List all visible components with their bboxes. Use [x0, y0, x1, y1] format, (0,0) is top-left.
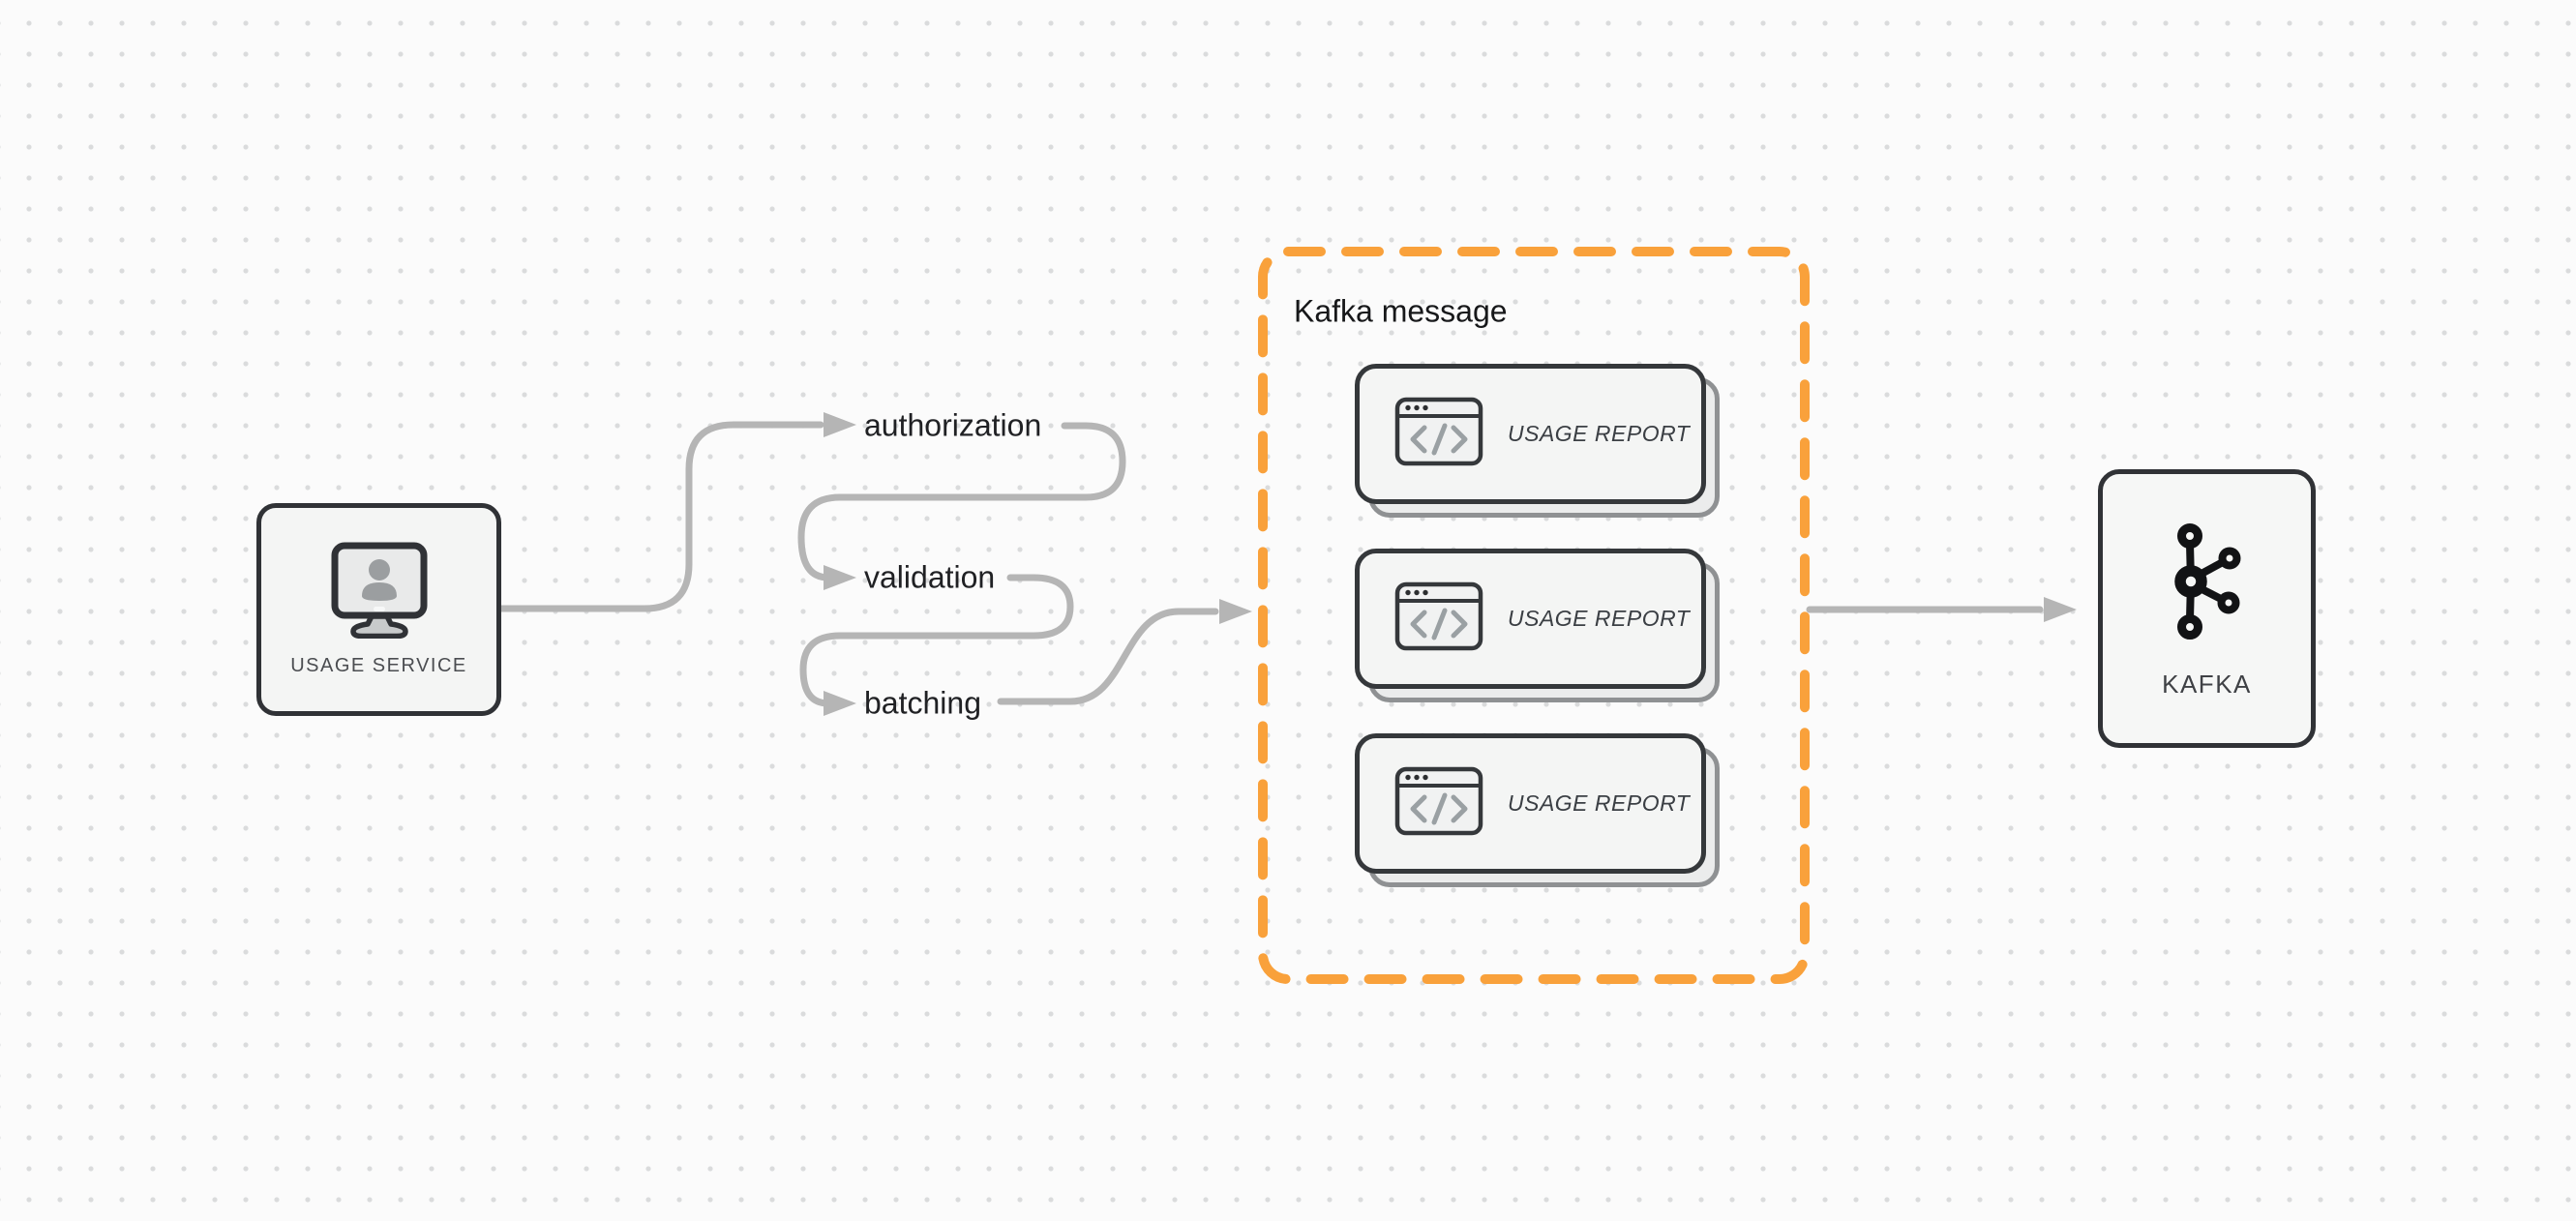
kafka-message-group-border: [1258, 247, 1810, 984]
usage-report-card: USAGE REPORT: [1355, 364, 1720, 518]
usage-report-card: USAGE REPORT: [1355, 733, 1720, 887]
usage-report-label: USAGE REPORT: [1508, 606, 1691, 631]
step-label-authorization: authorization: [864, 407, 1042, 443]
code-window-icon: [1394, 581, 1483, 656]
arrow-batching-to-group: [997, 608, 1219, 705]
usage-service-node: USAGE SERVICE: [256, 503, 501, 716]
code-window-icon: [1394, 397, 1483, 471]
usage-report-label: USAGE REPORT: [1508, 421, 1691, 446]
arrowhead-authorization: [824, 412, 856, 437]
arrowhead-kafka: [2044, 597, 2077, 622]
step-label-validation: validation: [864, 559, 996, 595]
kafka-label: KAFKA: [2162, 670, 2252, 699]
step-label-batching: batching: [864, 685, 981, 721]
code-window-icon: [1394, 766, 1483, 841]
arrowhead-batching: [824, 691, 856, 716]
arrow-source-to-authorization: [497, 421, 824, 612]
arrowhead-validation: [824, 565, 856, 590]
usage-report-label: USAGE REPORT: [1508, 790, 1691, 816]
monitor-user-icon: [321, 542, 437, 643]
kafka-logo-icon: [2172, 518, 2242, 648]
arrow-validation-to-batching: [799, 574, 1074, 707]
arrowhead-group: [1219, 599, 1252, 624]
kafka-message-group-title: Kafka message: [1294, 293, 1508, 329]
arrow-authorization-to-validation: [797, 422, 1126, 581]
usage-service-label: USAGE SERVICE: [290, 655, 467, 676]
kafka-node: KAFKA: [2098, 469, 2316, 748]
usage-report-card: USAGE REPORT: [1355, 549, 1720, 702]
